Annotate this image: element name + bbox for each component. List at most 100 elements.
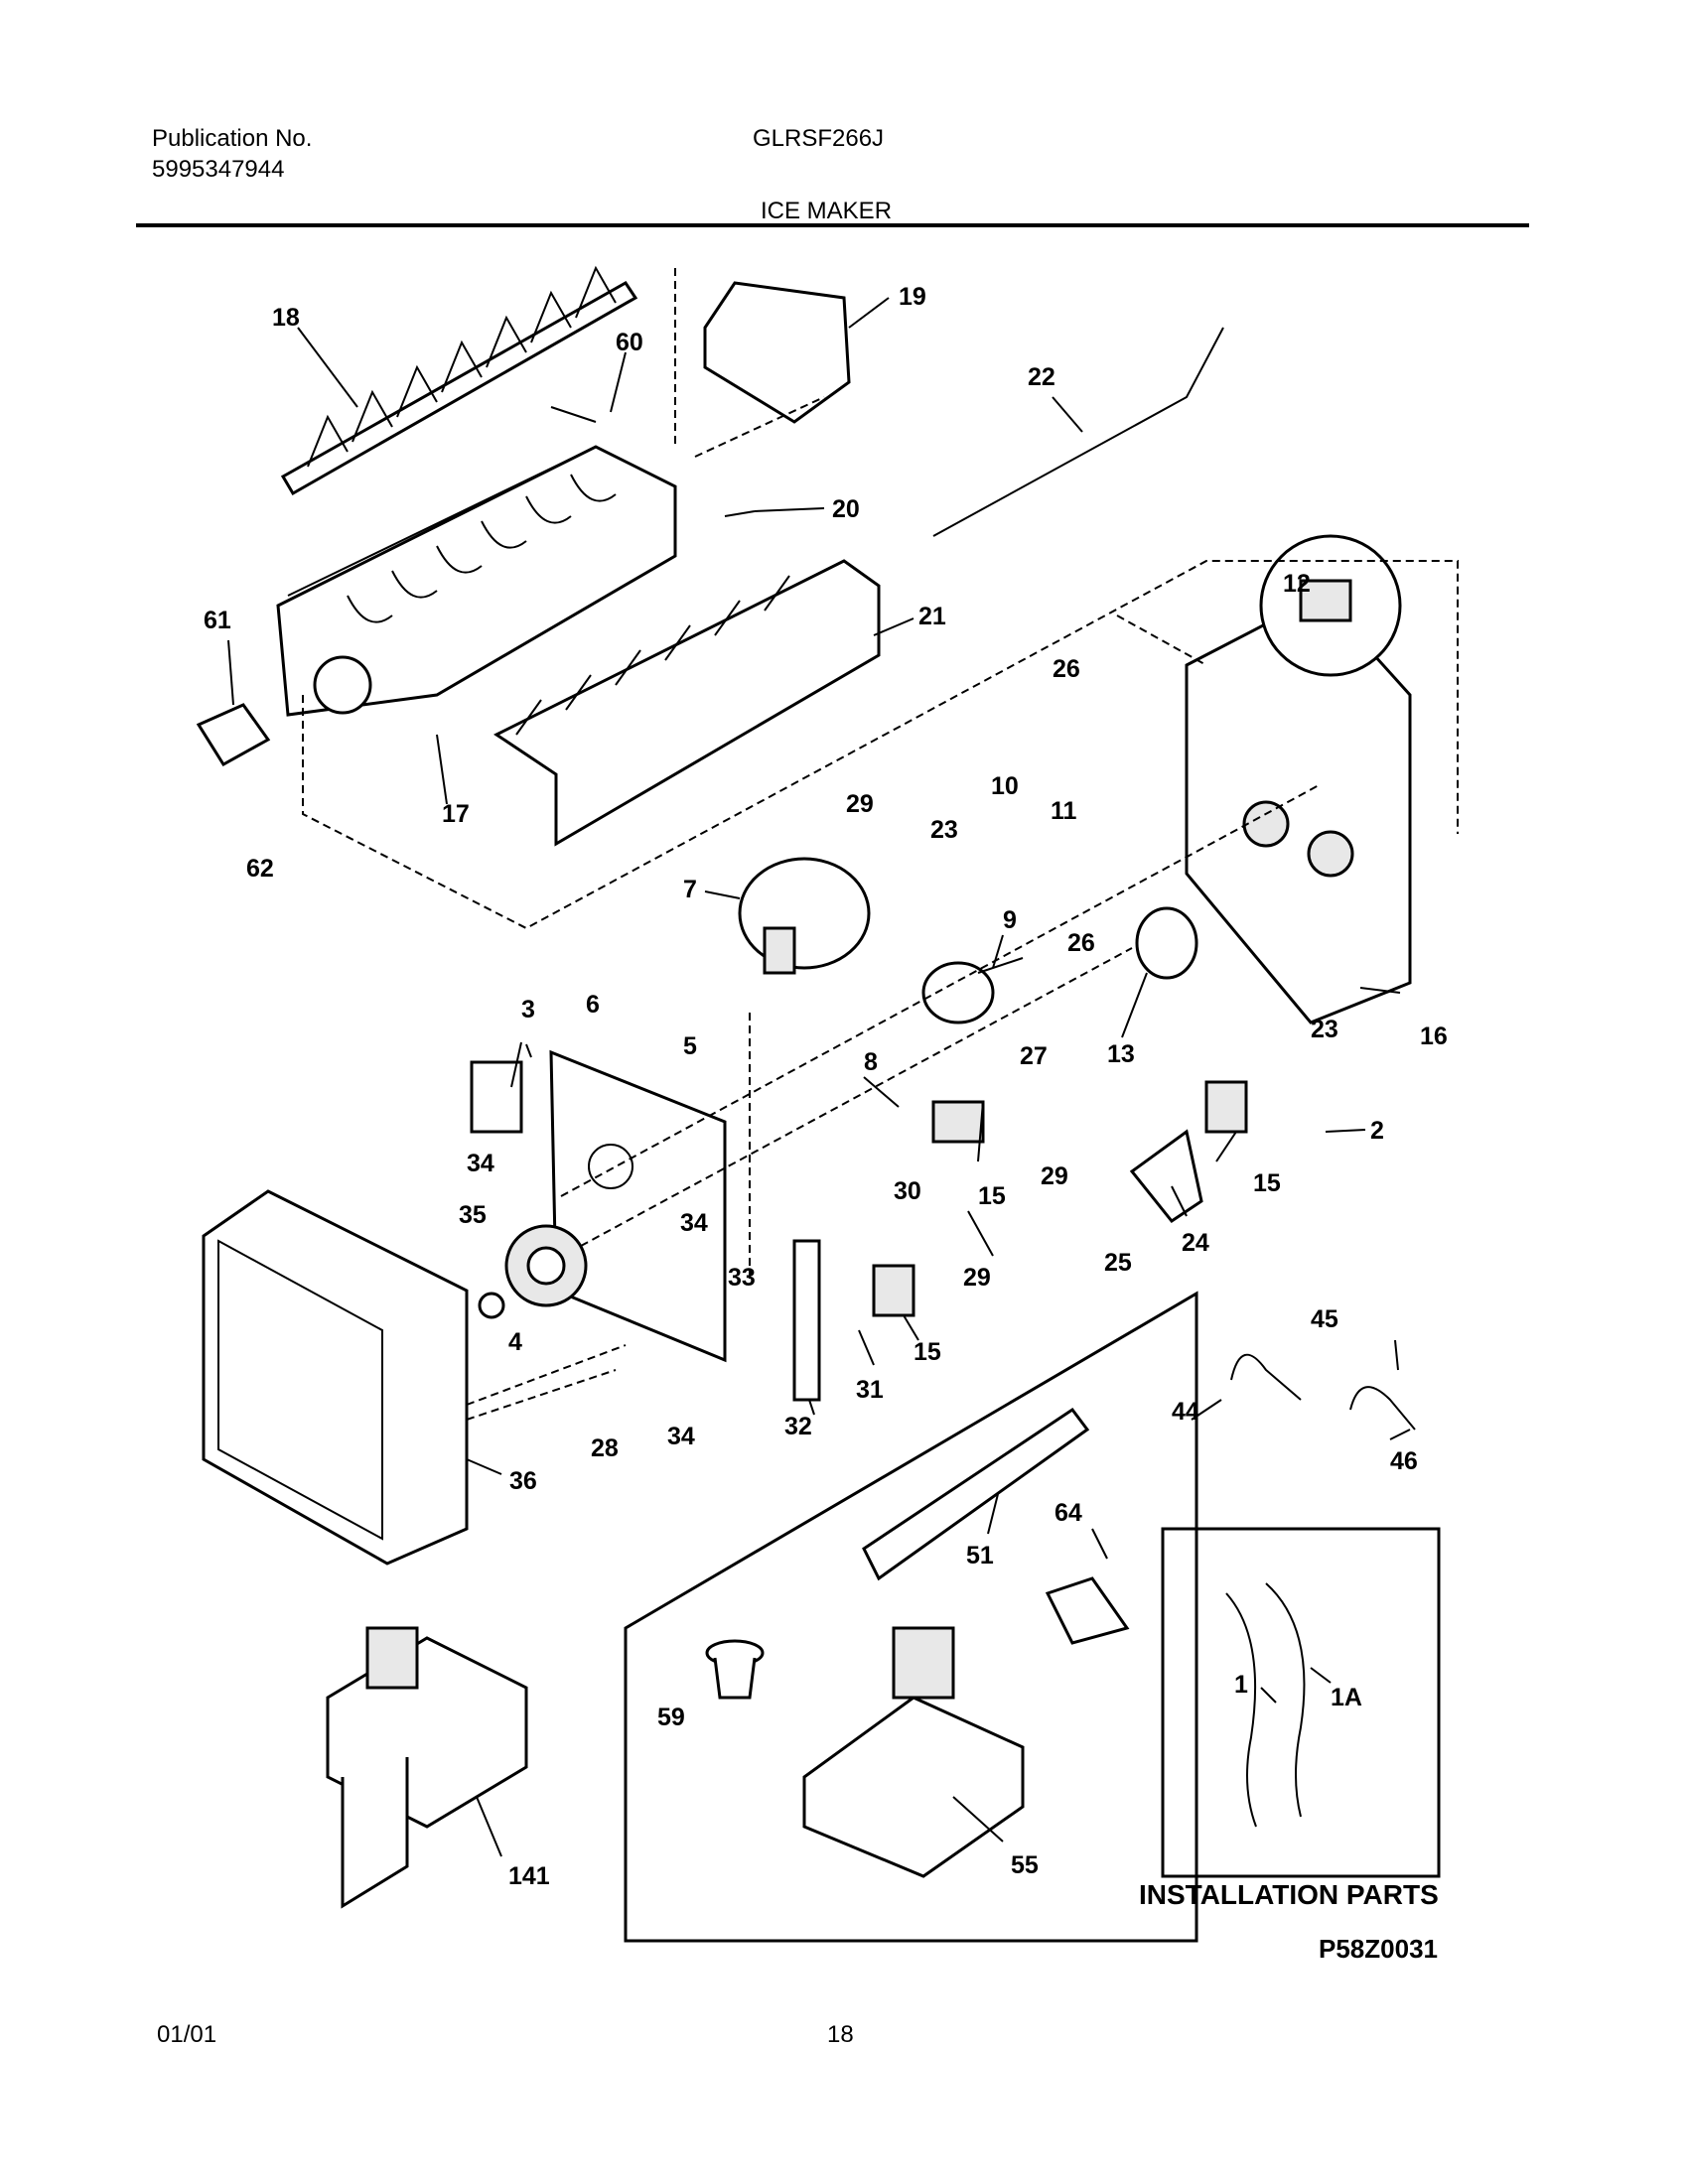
callout-13: 13 [1107, 1040, 1135, 1068]
callout-26: 26 [1053, 655, 1080, 683]
callout-17: 17 [442, 800, 470, 828]
callout-1A: 1A [1331, 1684, 1362, 1711]
mold-cover-part [703, 281, 851, 424]
callout-141: 141 [508, 1862, 550, 1890]
water-line-1a [1265, 1582, 1306, 1818]
guide-lines [302, 268, 1459, 1421]
footer-date: 01/01 [157, 2021, 217, 2048]
callout-19: 19 [899, 283, 926, 311]
fill-tube-51 [862, 1407, 1090, 1581]
callout-29b: 29 [1041, 1162, 1068, 1190]
callout-22: 22 [1028, 363, 1055, 391]
callout-27: 27 [1020, 1042, 1048, 1070]
figure-id: P58Z0031 [1319, 1934, 1438, 1964]
callout-21: 21 [918, 603, 946, 630]
callout-12: 12 [1283, 570, 1311, 598]
installation-parts-title: INSTALLATION PARTS [1139, 1879, 1439, 1910]
callout-23: 23 [930, 816, 958, 844]
motor-part [738, 857, 871, 975]
switch-15c [872, 1264, 915, 1317]
bracket-61 [196, 703, 271, 767]
wire-connector-12 [1299, 579, 1352, 622]
screw-20 [724, 510, 756, 517]
bracket-64 [1045, 1576, 1130, 1645]
callout-4: 4 [508, 1328, 522, 1356]
strip-32 [792, 1239, 821, 1402]
optional-parts-frame [624, 1291, 1198, 1943]
clamp-46 [1349, 1386, 1416, 1431]
water-valve-55 [802, 1626, 1025, 1878]
callout-64: 64 [1055, 1499, 1082, 1527]
publication-number: 5995347944 [152, 156, 285, 183]
callout-32: 32 [784, 1413, 812, 1440]
ejector-part [280, 265, 638, 496]
callout-30: 30 [894, 1177, 921, 1205]
callout-10: 10 [991, 772, 1019, 800]
water-valve-141 [326, 1626, 528, 1909]
page-number: 18 [827, 2021, 854, 2048]
grommet-59 [705, 1639, 765, 1700]
callout-60: 60 [616, 329, 643, 356]
section-title: ICE MAKER [761, 198, 893, 224]
callout-20: 20 [832, 495, 860, 523]
leader-lines [227, 297, 1411, 1857]
callout-29: 29 [846, 790, 874, 818]
callout-55: 55 [1011, 1851, 1039, 1879]
callout-35: 35 [459, 1201, 487, 1229]
callout-28: 28 [591, 1434, 619, 1462]
callout-36: 36 [509, 1467, 537, 1495]
clamp-44 [1230, 1353, 1302, 1401]
callout-45: 45 [1311, 1305, 1338, 1333]
callout-26b: 26 [1067, 929, 1095, 957]
callout-11: 11 [1051, 797, 1077, 825]
callout-61: 61 [204, 607, 231, 634]
callout-1: 1 [1234, 1671, 1248, 1699]
front-cover-part [202, 1189, 469, 1566]
callout-25: 25 [1104, 1249, 1132, 1277]
callout-6: 6 [586, 991, 600, 1019]
plate-hole [588, 1144, 633, 1189]
callout-31: 31 [856, 1376, 884, 1404]
water-line-1 [1225, 1592, 1257, 1828]
bail-wire-part [932, 327, 1224, 537]
callout-34b: 34 [680, 1209, 708, 1237]
callout-34: 34 [467, 1150, 494, 1177]
callout-15b: 15 [1253, 1169, 1281, 1197]
callout-8: 8 [864, 1048, 878, 1076]
gear-part [504, 1224, 588, 1307]
timing-cam-13 [1135, 906, 1198, 980]
publication-label: Publication No. [152, 125, 313, 152]
callout-15: 15 [978, 1182, 1006, 1210]
shutoff-arm-24 [1129, 1129, 1203, 1224]
switch-15a [931, 1100, 985, 1144]
screw-45 [1394, 1339, 1399, 1371]
stripper-part [493, 559, 881, 847]
callout-15c: 15 [914, 1338, 941, 1366]
callout-2: 2 [1370, 1117, 1384, 1145]
callout-9: 9 [1003, 906, 1017, 934]
callout-7: 7 [683, 876, 697, 903]
callout-24: 24 [1182, 1229, 1209, 1257]
callout-33: 33 [728, 1264, 756, 1292]
mounting-plate-part [549, 1049, 727, 1363]
callout-34c: 34 [667, 1423, 695, 1450]
callout-3: 3 [521, 996, 535, 1024]
callout-16: 16 [1420, 1023, 1448, 1050]
callout-46: 46 [1390, 1447, 1418, 1475]
washer-35 [478, 1292, 505, 1319]
installation-parts-box [1161, 1527, 1441, 1878]
switch-15b [1204, 1080, 1248, 1134]
label-3 [470, 1060, 523, 1134]
module-housing-part [1185, 594, 1412, 1024]
ice-mold-part [276, 445, 677, 717]
screw-60 [550, 406, 597, 423]
callout-23b: 23 [1311, 1016, 1338, 1043]
callout-44: 44 [1172, 1398, 1199, 1426]
callout-5: 5 [683, 1032, 697, 1060]
callout-59: 59 [657, 1704, 685, 1731]
callout-51: 51 [966, 1542, 994, 1570]
model-number: GLRSF266J [753, 125, 885, 152]
callout-29c: 29 [963, 1264, 991, 1292]
callout-62: 62 [246, 855, 274, 883]
